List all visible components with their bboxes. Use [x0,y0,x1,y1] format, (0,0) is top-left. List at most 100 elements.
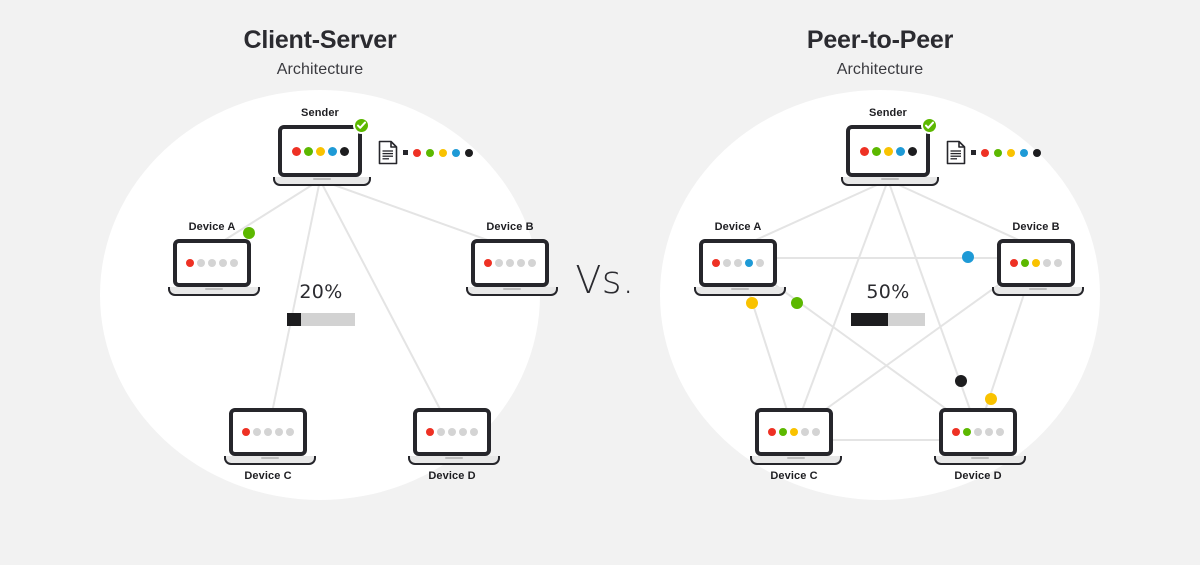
node-label-device-b: Device B [1012,221,1060,233]
screen-dot-gray [812,428,820,436]
screen-dot-red [1010,259,1018,267]
screen-dot-gray [1054,259,1062,267]
laptop-screen-device-a [699,239,777,287]
laptop-base-device-d [408,456,500,465]
travelling-packet-blue [962,251,974,263]
packet-dot-blue [1020,148,1028,157]
node-device-a[interactable]: Device A [152,220,272,296]
screen-dot-green [871,146,881,156]
laptop-screen-device-b [997,239,1075,287]
progress-bar-track-peer-to-peer [851,313,925,326]
screen-dot-gray [517,259,525,267]
screen-dots-device-a [712,259,764,267]
screen-dot-gray [756,259,764,267]
screen-dot-red [859,146,869,156]
node-device-b[interactable]: Device B [450,220,570,296]
progress-bar-fill-peer-to-peer [851,313,888,326]
node-device-d[interactable]: Device D [392,408,512,483]
screen-dot-gray [470,428,478,436]
screen-dot-gray [219,259,227,267]
screen-dot-red [952,428,960,436]
page-subtitle-client-server: Architecture [276,60,364,78]
screen-dot-yellow [790,428,798,436]
laptop-base-device-b [466,287,558,296]
laptop-sender [272,117,372,186]
screen-dot-gray [264,428,272,436]
packet-dot-yellow [439,148,447,157]
screen-dots-device-d [952,428,1004,436]
screen-dot-gray [197,259,205,267]
packet-dot-black [465,148,473,157]
packet-dot-black [1033,148,1041,157]
screen-dot-gray [253,428,261,436]
packet-dot-red [981,148,989,157]
laptop-base-device-c [750,456,842,465]
laptop-device-d [408,408,500,465]
screen-dot-gray [723,259,731,267]
vs-divider-label: Vs. [575,258,635,302]
heading-client-server: Client-Server Architecture [40,26,600,79]
document-icon [378,140,398,165]
screen-dot-gray [985,428,993,436]
laptop-screen-sender [278,125,362,177]
laptop-device-c [224,408,316,465]
laptop-sender [840,117,940,186]
laptop-device-b [466,239,558,296]
screen-dot-gray [286,428,294,436]
laptop-screen-sender [846,125,930,177]
document-icon [946,140,966,165]
laptop-base-device-a [694,287,786,296]
screen-dot-black [907,146,917,156]
screen-dots-sender [291,146,349,156]
packet-stream-client-server [378,140,473,165]
node-device-b[interactable]: Device B [976,220,1096,296]
page-title-client-server: Client-Server [243,26,397,54]
check-icon [921,117,938,134]
screen-dot-green [963,428,971,436]
travelling-packet-yellow [746,297,758,309]
node-sender[interactable]: Sender [828,106,948,186]
screen-dot-green [1021,259,1029,267]
laptop-base-device-c [224,456,316,465]
screen-dots-device-b [1010,259,1062,267]
screen-dot-red [768,428,776,436]
screen-dot-red [186,259,194,267]
screen-dot-gray [448,428,456,436]
packet-stream-peer-to-peer [946,140,1041,165]
node-label-device-d: Device D [428,470,476,482]
screen-dot-gray [1043,259,1051,267]
screen-dot-gray [459,428,467,436]
travelling-packet-black [955,375,967,387]
packet-dot-blue [452,148,460,157]
screen-dot-yellow [883,146,893,156]
node-device-a[interactable]: Device A [678,220,798,296]
node-device-c[interactable]: Device C [208,408,328,483]
screen-dot-gray [996,428,1004,436]
screen-dot-red [484,259,492,267]
travelling-packet-yellow [985,393,997,405]
stream-dash-icon [971,150,976,155]
laptop-base-device-d [934,456,1026,465]
laptop-base-device-a [168,287,260,296]
laptop-device-b [992,239,1084,296]
node-device-d[interactable]: Device D [918,408,1038,483]
travelling-packet-green [243,227,255,239]
stream-dots-client-server [413,148,473,157]
packet-dot-yellow [1007,148,1015,157]
node-label-device-d: Device D [954,470,1002,482]
screen-dot-gray [734,259,742,267]
screen-dot-green [303,146,313,156]
laptop-screen-device-b [471,239,549,287]
node-device-c[interactable]: Device C [734,408,854,483]
screen-dot-blue [327,146,337,156]
node-label-device-c: Device C [770,470,818,482]
screen-dot-gray [495,259,503,267]
screen-dot-gray [437,428,445,436]
page-subtitle-peer-to-peer: Architecture [836,60,924,78]
packet-dot-red [413,148,421,157]
node-label-device-b: Device B [486,221,534,233]
node-sender[interactable]: Sender [260,106,380,186]
screen-dot-green [779,428,787,436]
laptop-screen-device-c [755,408,833,456]
